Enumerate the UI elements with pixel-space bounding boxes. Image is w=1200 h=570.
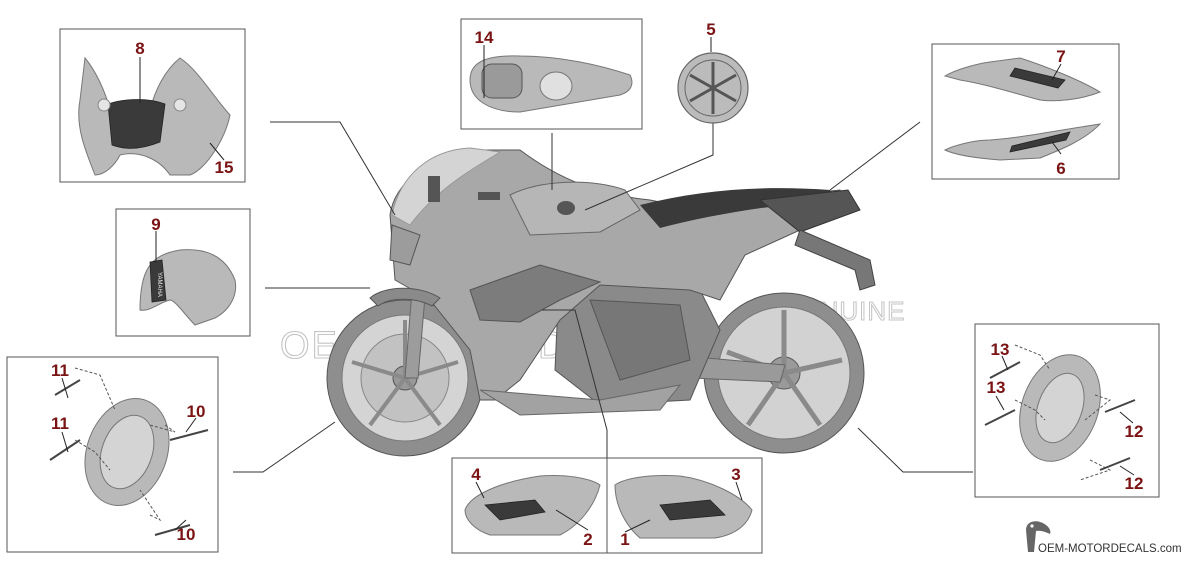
callout-8: 8: [135, 39, 144, 58]
fender-decal-text: YAMAHA: [156, 272, 162, 297]
callout-11b: 11: [51, 414, 69, 433]
panel-tail-decals: 7 6: [931, 43, 1120, 180]
callout-14: 14: [475, 28, 494, 47]
callout-13a: 13: [991, 340, 1010, 359]
panel-rear-wheel-stripes: 13 13 12 12: [974, 323, 1160, 498]
callout-1: 1: [620, 530, 629, 549]
panel-tank-pad: 14: [460, 18, 643, 130]
callout-2: 2: [583, 530, 592, 549]
callout-13b: 13: [987, 378, 1006, 397]
callout-5: 5: [706, 20, 715, 39]
callout-9: 9: [151, 215, 160, 234]
panel-front-fender: YAMAHA 9: [115, 208, 251, 337]
callout-6: 6: [1056, 159, 1065, 178]
leader-lines: [233, 121, 973, 473]
panel-tank-emblem: 5: [677, 20, 749, 124]
panel-side-fairings: 4 2 3 1: [451, 457, 763, 554]
callout-7: 7: [1056, 47, 1065, 66]
brand-logo-text: OEM-MOTORDECALS.com: [1038, 543, 1182, 555]
callout-12b: 12: [1125, 474, 1144, 493]
callout-15: 15: [215, 158, 234, 177]
panel-front-wheel-stripes: 11 11 10 10: [6, 356, 219, 553]
brand-logo[interactable]: OEM-MOTORDECALS.com: [1026, 521, 1182, 555]
motorcycle-illustration: [326, 147, 876, 457]
callout-3: 3: [731, 465, 740, 484]
panel-front-fairing: 8 15: [59, 28, 246, 183]
callout-11a: 11: [51, 361, 69, 380]
callout-12a: 12: [1125, 422, 1144, 441]
callout-4: 4: [471, 465, 481, 484]
callout-10a: 10: [187, 402, 206, 421]
callout-10b: 10: [177, 525, 196, 544]
toucan-icon: [1026, 521, 1051, 552]
